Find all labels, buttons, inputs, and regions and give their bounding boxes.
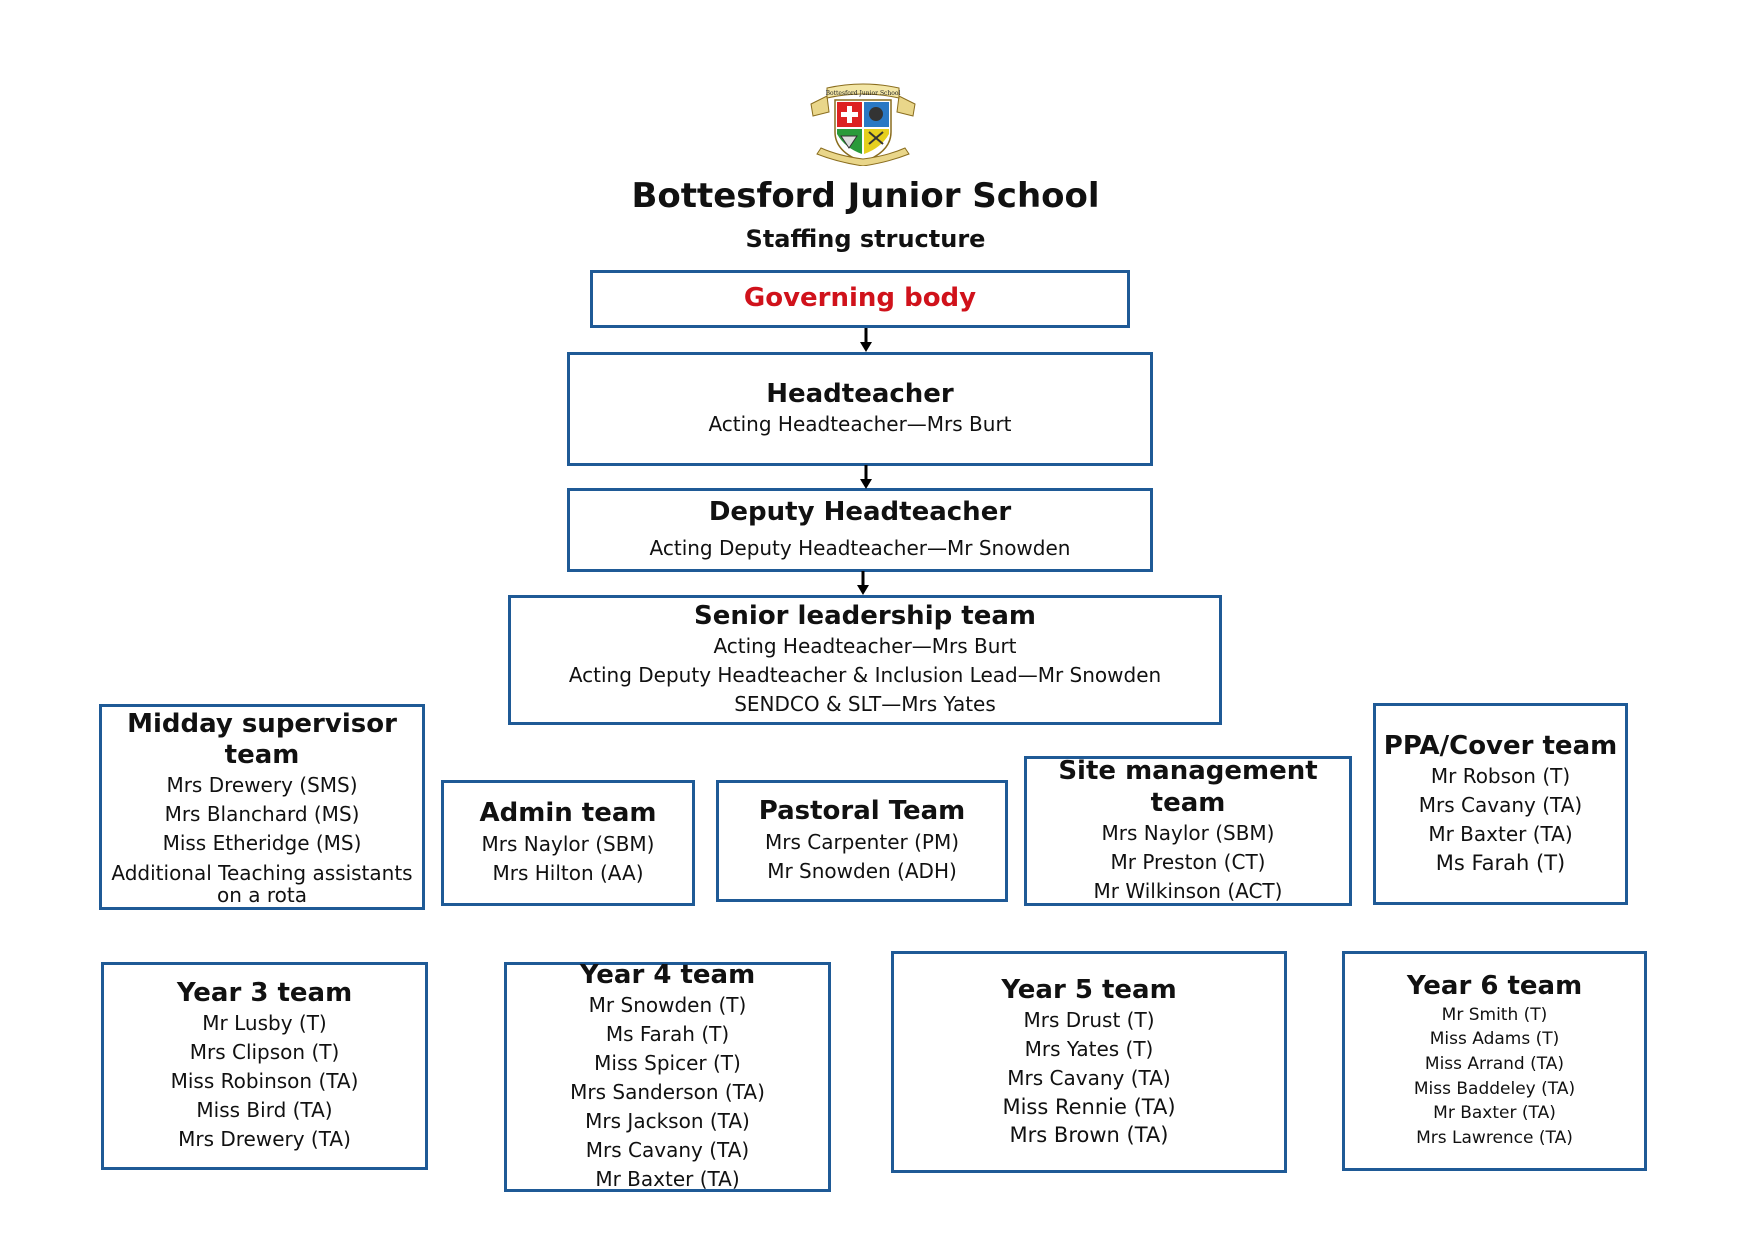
year-6-member: Miss Adams (T) [1429,1029,1560,1050]
year-5-title: Year 5 team [1001,974,1177,1005]
site-member: Mr Wilkinson (ACT) [1093,878,1283,903]
deputy-headteacher-title: Deputy Headteacher [708,496,1012,527]
arrow-deputy-to-slt [857,571,869,595]
year-5-member: Mrs Yates (T) [1024,1036,1154,1061]
slt-member: Acting Deputy Headteacher & Inclusion Le… [568,663,1162,688]
pastoral-member: Mr Snowden (ADH) [767,858,957,883]
year-4-member: Ms Farah (T) [605,1022,730,1047]
ppa-member: Mrs Cavany (TA) [1418,792,1583,817]
ppa-team-title: PPA/Cover team [1383,730,1618,761]
year-3-member: Mrs Drewery (TA) [178,1127,351,1152]
crest-text: Bottesford Junior School [826,90,901,97]
year-3-member: Miss Bird (TA) [196,1098,333,1123]
ppa-member: Mr Baxter (TA) [1428,821,1573,846]
year-5-member: Mrs Drust (T) [1023,1007,1155,1032]
deputy-headteacher-box: Deputy Headteacher Acting Deputy Headtea… [567,488,1153,572]
site-member: Mrs Naylor (SBM) [1101,820,1275,845]
year-6-member: Mr Smith (T) [1441,1004,1548,1025]
year-4-title: Year 4 team [579,959,756,990]
year-4-team-box: Year 4 team Mr Snowden (T) Ms Farah (T) … [504,959,831,1192]
page-subtitle: Staffing structure [745,225,986,253]
year-4-member: Mrs Jackson (TA) [585,1109,750,1134]
year-4-member: Mrs Sanderson (TA) [570,1080,765,1105]
headteacher-box: Headteacher Acting Headteacher—Mrs Burt [567,352,1153,466]
midday-team-title: Midday supervisor team [127,708,397,770]
site-member: Mr Preston (CT) [1110,849,1266,874]
arrow-governing-to-headteacher [860,328,872,352]
year-6-title: Year 6 team [1406,971,1583,1002]
year-4-member: Mrs Cavany (TA) [585,1138,750,1163]
year-6-team-box: Year 6 team Mr Smith (T) Miss Adams (T) … [1342,951,1647,1171]
midday-member: Additional Teaching assistants [111,861,413,886]
governing-body-title: Governing body [743,283,977,314]
year-6-member: Mrs Lawrence (TA) [1416,1127,1573,1148]
midday-member: Mrs Drewery (SMS) [166,773,358,798]
deputy-headteacher-name: Acting Deputy Headteacher—Mr Snowden [649,536,1071,561]
midday-member: on a rota [217,883,307,908]
school-name: Bottesford Junior School [631,176,1100,216]
ppa-member: Ms Farah (T) [1435,850,1566,875]
year-3-member: Mr Lusby (T) [202,1011,327,1036]
year-4-member: Miss Spicer (T) [594,1051,741,1076]
year-5-team-box: Year 5 team Mrs Drust (T) Mrs Yates (T) … [891,951,1287,1173]
slt-title: Senior leadership team [694,600,1036,631]
year-4-member: Mr Snowden (T) [588,993,747,1018]
year-6-member: Mr Baxter (TA) [1433,1103,1556,1124]
midday-member: Mrs Blanchard (MS) [164,802,360,827]
pastoral-member: Mrs Carpenter (PM) [764,829,960,854]
year-6-member: Miss Baddeley (TA) [1413,1078,1576,1099]
year-5-member: Miss Rennie (TA) [1002,1094,1176,1119]
headteacher-name: Acting Headteacher—Mrs Burt [708,412,1012,437]
pastoral-team-box: Pastoral Team Mrs Carpenter (PM) Mr Snow… [716,780,1008,902]
year-5-member: Mrs Brown (TA) [1009,1123,1169,1148]
admin-member: Mrs Naylor (SBM) [481,831,655,856]
year-5-member: Mrs Cavany (TA) [1007,1065,1171,1090]
admin-team-title: Admin team [479,798,657,829]
arrow-headteacher-to-deputy [860,465,872,489]
governing-body-box: Governing body [590,270,1130,328]
admin-member: Mrs Hilton (AA) [492,860,644,885]
year-6-member: Miss Arrand (TA) [1424,1053,1565,1074]
midday-supervisor-team-box: Midday supervisor team Mrs Drewery (SMS)… [99,704,425,910]
headteacher-title: Headteacher [766,378,954,409]
year-4-member: Mr Baxter (TA) [595,1167,740,1192]
year-3-team-box: Year 3 team Mr Lusby (T) Mrs Clipson (T)… [101,962,428,1170]
pastoral-team-title: Pastoral Team [758,796,966,827]
midday-member: Miss Etheridge (MS) [162,831,362,856]
slt-member: SENDCO & SLT—Mrs Yates [734,692,996,717]
year-3-member: Mrs Clipson (T) [189,1040,340,1065]
ppa-member: Mr Robson (T) [1430,763,1571,788]
slt-member: Acting Headteacher—Mrs Burt [713,634,1017,659]
site-management-team-box: Site management team Mrs Naylor (SBM) Mr… [1024,756,1352,906]
year-3-title: Year 3 team [176,977,353,1008]
year-3-member: Miss Robinson (TA) [170,1069,359,1094]
ppa-cover-team-box: PPA/Cover team Mr Robson (T) Mrs Cavany … [1373,703,1628,905]
school-crest-logo: Bottesford Junior School [810,83,916,166]
admin-team-box: Admin team Mrs Naylor (SBM) Mrs Hilton (… [441,780,695,906]
site-team-title: Site management team [1058,756,1318,818]
senior-leadership-team-box: Senior leadership team Acting Headteache… [508,595,1222,725]
